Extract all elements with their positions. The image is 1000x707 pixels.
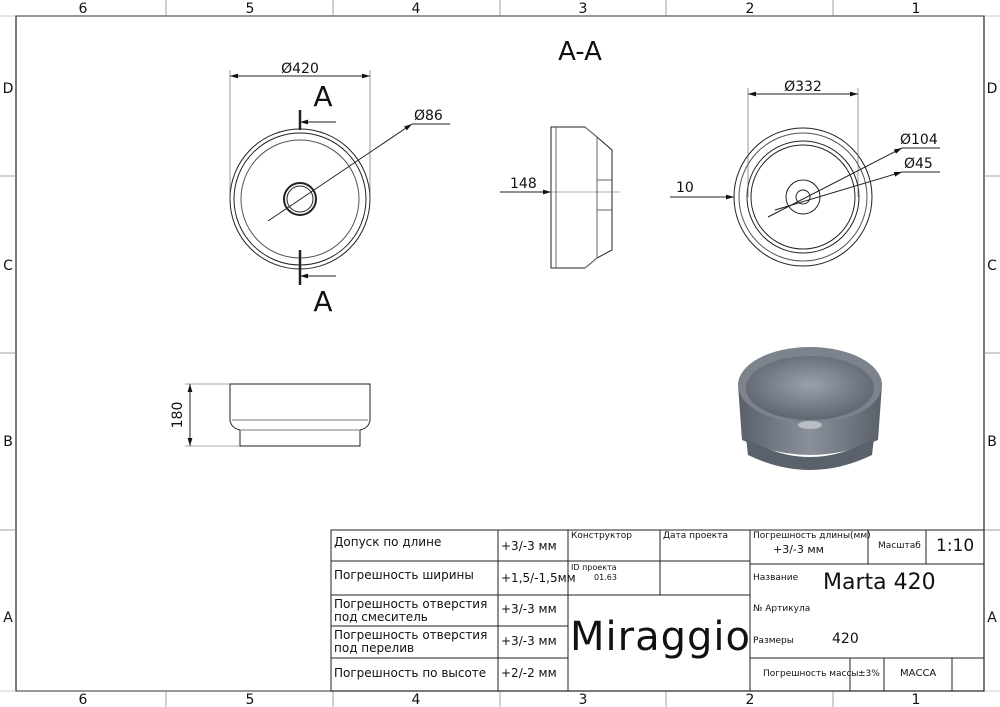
row-label: B bbox=[3, 434, 13, 450]
tolerance-value: +3/-3 мм bbox=[501, 539, 557, 553]
length-tolerance-label: Погрешность длины(мм) bbox=[753, 531, 871, 541]
col-label: 4 bbox=[412, 1, 421, 17]
col-label: 5 bbox=[246, 1, 255, 17]
designer-label: Конструктор bbox=[571, 531, 632, 541]
drain-diameter-label: Ø86 bbox=[414, 108, 443, 124]
tolerance-label: Допуск по длине bbox=[334, 535, 442, 549]
section-view bbox=[500, 126, 620, 269]
project-id-label: ID проекта bbox=[571, 563, 617, 572]
top-view bbox=[229, 70, 450, 285]
col-label: 1 bbox=[912, 692, 921, 707]
bowl-render bbox=[738, 347, 882, 470]
col-label: 4 bbox=[412, 692, 421, 707]
article-label: № Артикула bbox=[753, 604, 811, 614]
size-value: 420 bbox=[832, 631, 859, 647]
tolerance-value: +2/-2 мм bbox=[501, 666, 557, 680]
tolerance-value: +3/-3 мм bbox=[501, 602, 557, 616]
name-label: Название bbox=[753, 573, 799, 583]
mass-tolerance-label: Погрешность массы bbox=[763, 669, 859, 679]
row-label: D bbox=[3, 81, 14, 97]
row-label: A bbox=[3, 610, 13, 626]
row-label: B bbox=[987, 434, 997, 450]
scale-label: Масштаб bbox=[878, 541, 921, 551]
col-label: 2 bbox=[746, 1, 755, 17]
height-label: 180 bbox=[170, 402, 186, 429]
section-title: A-A bbox=[558, 37, 602, 67]
col-label: 6 bbox=[79, 692, 88, 707]
row-label: D bbox=[987, 81, 998, 97]
wall-thickness-label: 10 bbox=[676, 180, 694, 196]
col-label: 1 bbox=[912, 1, 921, 17]
side-view bbox=[185, 383, 371, 447]
tolerance-label: Погрешность отверстия под перелив bbox=[334, 628, 488, 655]
tolerance-label: Погрешность отверстия под смеситель bbox=[334, 597, 488, 624]
top-diameter-label: Ø332 bbox=[784, 79, 822, 95]
project-id-value: 01.63 bbox=[594, 573, 617, 582]
row-labels: D C B A D C B A bbox=[3, 81, 998, 626]
outer-diameter-label: Ø420 bbox=[281, 61, 319, 77]
section-height-label: 148 bbox=[510, 176, 537, 192]
col-label: 6 bbox=[79, 1, 88, 17]
date-label: Дата проекта bbox=[663, 531, 728, 541]
tolerance-label: Погрешность по высоте bbox=[334, 666, 487, 680]
scale-value: 1:10 bbox=[936, 536, 975, 556]
tolerance-value: +1,5/-1,5мм bbox=[501, 571, 576, 585]
bottom-view bbox=[670, 88, 940, 267]
size-label: Размеры bbox=[753, 636, 794, 646]
title-block-grid bbox=[330, 529, 985, 692]
section-marker-top: A bbox=[313, 80, 332, 113]
hole-diameter-label: Ø45 bbox=[904, 156, 933, 172]
length-tolerance-value: +3/-3 мм bbox=[773, 543, 824, 556]
row-label: A bbox=[987, 610, 997, 626]
mass-tolerance-value: ±3% bbox=[858, 669, 880, 679]
col-label: 3 bbox=[579, 692, 588, 707]
section-marker-bottom: A bbox=[313, 285, 332, 318]
row-label: C bbox=[987, 258, 997, 274]
col-label: 5 bbox=[246, 692, 255, 707]
tolerance-label: Погрешность ширины bbox=[334, 568, 474, 582]
col-label: 2 bbox=[746, 692, 755, 707]
tolerance-value: +3/-3 мм bbox=[501, 634, 557, 648]
col-label: 3 bbox=[579, 1, 588, 17]
brand-logo: Miraggio bbox=[570, 614, 751, 660]
column-labels: 6 5 4 3 2 1 6 5 4 3 2 1 bbox=[79, 1, 921, 707]
mass-label: МАССА bbox=[900, 668, 937, 679]
row-label: C bbox=[3, 258, 13, 274]
ring-diameter-label: Ø104 bbox=[900, 132, 938, 148]
product-name: Marta 420 bbox=[823, 570, 936, 595]
